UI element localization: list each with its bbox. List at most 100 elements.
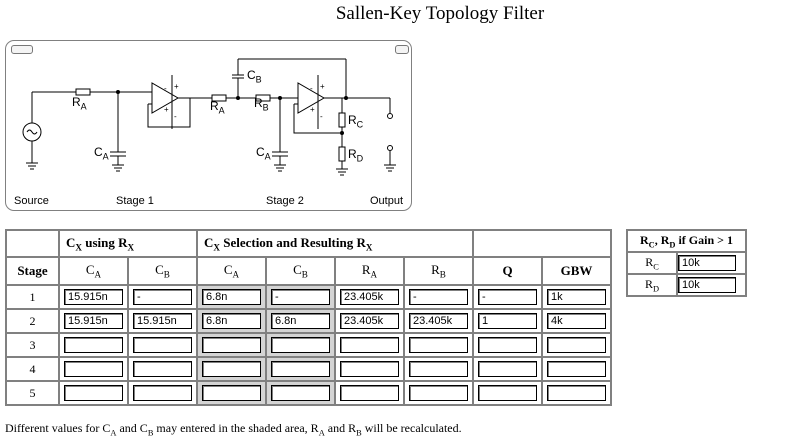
opamp1 [151, 82, 180, 114]
resistor-rd [338, 146, 346, 162]
q-input[interactable]: - [478, 289, 537, 306]
table-row: 3 [6, 333, 611, 357]
table-row: 4 [6, 357, 611, 381]
stage-number: 4 [6, 357, 59, 381]
ra-input[interactable]: 23.405k [340, 289, 399, 306]
sel-cb-input[interactable]: 6.8n [271, 313, 330, 330]
col-header-sel-cb: CB [266, 257, 335, 285]
group-header-cx-selection: CX Selection and Resulting RX [197, 230, 473, 257]
cb-input[interactable] [133, 361, 192, 378]
label-ra2: RA [210, 99, 225, 116]
opamp2 [297, 82, 326, 114]
svg-text:-: - [174, 112, 177, 121]
col-header-ca: CA [59, 257, 128, 285]
label-stage1: Stage 1 [116, 195, 154, 207]
sel-ca-input[interactable] [202, 337, 261, 354]
sel-ca-input[interactable]: 6.8n [202, 313, 261, 330]
svg-text:-: - [320, 112, 323, 121]
stage-number: 3 [6, 333, 59, 357]
col-header-ra: RA [335, 257, 404, 285]
label-output: Output [370, 195, 404, 207]
col-header-q: Q [473, 257, 542, 285]
minimize-icon[interactable] [11, 45, 33, 54]
stage-number: 5 [6, 381, 59, 405]
rb-input[interactable]: 23.405k [409, 313, 468, 330]
ca-input[interactable] [64, 337, 123, 354]
label-ca2: CA [256, 145, 271, 162]
label-stage2: Stage 2 [266, 195, 304, 207]
label-rb2: RB [254, 96, 269, 113]
label-rc: RC [348, 113, 364, 130]
rb-input[interactable]: - [409, 289, 468, 306]
ca-input[interactable]: 15.915n [64, 289, 123, 306]
svg-text:+: + [320, 82, 325, 91]
stage-number: 2 [6, 309, 59, 333]
ca-input[interactable]: 15.915n [64, 313, 123, 330]
svg-text:+: + [164, 105, 169, 114]
q-input[interactable]: 1 [478, 313, 537, 330]
table-row: 2 15.915n 15.915n 6.8n 6.8n 23.405k 23.405k 1 4k [6, 309, 611, 333]
col-header-sel-ca: CA [197, 257, 266, 285]
label-ra1: RA [72, 95, 87, 112]
label-cb2: CB [247, 68, 262, 85]
label-source: Source [14, 195, 49, 207]
rb-input[interactable] [409, 337, 468, 354]
rb-input[interactable] [409, 361, 468, 378]
sel-cb-input[interactable]: - [271, 289, 330, 306]
circuit-diagram: -+ +- -+ +- [22, 58, 396, 176]
sel-ca-input[interactable] [202, 361, 261, 378]
ra-input[interactable] [340, 385, 399, 402]
ca-input[interactable] [64, 385, 123, 402]
gbw-input[interactable] [547, 385, 606, 402]
ra-input[interactable]: 23.405k [340, 313, 399, 330]
group-header-empty [473, 230, 611, 257]
stage-number: 1 [6, 285, 59, 309]
gain-header: RC, RD if Gain > 1 [627, 230, 746, 252]
col-header-gbw: GBW [542, 257, 611, 285]
table-row: 5 [6, 381, 611, 405]
q-input[interactable] [478, 361, 537, 378]
cb-input[interactable] [133, 385, 192, 402]
q-input[interactable] [478, 337, 537, 354]
sel-cb-input[interactable] [271, 385, 330, 402]
footer-note: Different values for CA and CB may enter… [5, 421, 462, 438]
svg-text:+: + [310, 105, 315, 114]
sel-cb-input[interactable] [271, 361, 330, 378]
ca-input[interactable] [64, 361, 123, 378]
ra-input[interactable] [340, 337, 399, 354]
col-header-rb: RB [404, 257, 473, 285]
gbw-input[interactable] [547, 337, 606, 354]
rd-label: RD [627, 274, 677, 296]
page-title: Sallen-Key Topology Filter [335, 3, 545, 24]
filter-table: CX using RX CX Selection and Resulting R… [5, 229, 612, 406]
cb-input[interactable] [133, 337, 192, 354]
sel-ca-input[interactable] [202, 385, 261, 402]
schematic-panel: -+ +- -+ +- RA CA RA RB CB CA RC RD Sour… [5, 40, 412, 211]
group-header-cx-using-rx: CX using RX [59, 230, 197, 257]
resistor-rc [338, 112, 346, 128]
cb-input[interactable]: 15.915n [133, 313, 192, 330]
rc-label: RC [627, 252, 677, 274]
label-rd: RD [348, 147, 364, 164]
sel-ca-input[interactable]: 6.8n [202, 289, 261, 306]
svg-text:-: - [310, 84, 313, 93]
gbw-input[interactable] [547, 361, 606, 378]
svg-text:+: + [174, 82, 179, 91]
svg-text:-: - [164, 84, 167, 93]
label-ca1: CA [94, 145, 109, 162]
rb-input[interactable] [409, 385, 468, 402]
expand-icon[interactable] [395, 45, 409, 54]
gbw-input[interactable]: 4k [547, 313, 606, 330]
ra-input[interactable] [340, 361, 399, 378]
rc-input[interactable]: 10k [678, 255, 736, 272]
q-input[interactable] [478, 385, 537, 402]
gain-table: RC, RD if Gain > 1 RC 10k RD 10k [626, 229, 747, 297]
sel-cb-input[interactable] [271, 337, 330, 354]
cb-input[interactable]: - [133, 289, 192, 306]
col-header-stage: Stage [6, 257, 59, 285]
rd-input[interactable]: 10k [678, 277, 736, 294]
col-header-cb: CB [128, 257, 197, 285]
gbw-input[interactable]: 1k [547, 289, 606, 306]
corner-cell [6, 230, 59, 257]
